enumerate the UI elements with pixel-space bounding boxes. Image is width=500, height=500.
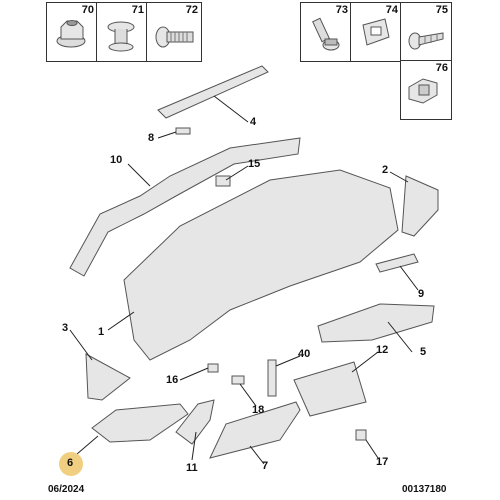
callout-7: 7: [262, 460, 269, 472]
callout-1: 1: [98, 326, 105, 338]
callout-3: 3: [62, 322, 69, 334]
glovebox-part: [209, 401, 301, 459]
callout-9: 9: [418, 288, 425, 300]
callout-40: 40: [298, 348, 311, 360]
clip-part-18: [231, 375, 245, 385]
fastener-number: 73: [335, 4, 348, 16]
bracket-part: [215, 175, 231, 187]
push-clip-icon: [107, 21, 135, 52]
small-clip-part: [175, 127, 191, 135]
callout-11: 11: [186, 462, 198, 474]
fastener-number: 76: [435, 62, 448, 74]
fastener-number: 70: [81, 4, 94, 16]
fastener-box-70: 70: [46, 2, 98, 62]
callout-5: 5: [420, 346, 427, 358]
fastener-number: 72: [185, 4, 198, 16]
flange-nut-icon: [56, 20, 86, 48]
crossbeam-part: [69, 137, 301, 277]
console-frame-part: [293, 361, 367, 417]
callout-4: 4: [250, 116, 257, 128]
self-tapping-screw-icon: [408, 32, 444, 50]
flange-screw-icon: [155, 26, 194, 48]
air-duct-part: [175, 399, 215, 445]
fastener-number: 75: [435, 4, 448, 16]
rail-part: [375, 253, 419, 273]
callout-8: 8: [148, 132, 155, 144]
footer-date: 06/2024: [48, 484, 85, 495]
bolt-icon: [312, 17, 340, 51]
upper-trim-strip: [157, 65, 269, 119]
callout-17: 17: [376, 456, 389, 468]
callout-16: 16: [166, 374, 179, 386]
grommet-clip-icon: [408, 78, 438, 104]
footer-reference: 00137180: [402, 484, 447, 495]
callout-10: 10: [110, 154, 123, 166]
fastener-box-72: 72: [146, 2, 202, 62]
fastener-box-76: 76: [400, 60, 452, 120]
callout-2: 2: [382, 164, 389, 176]
end-cap-part: [85, 353, 131, 401]
fastener-number: 71: [131, 4, 144, 16]
fastener-box-75: 75: [400, 2, 452, 62]
callout-6: 6: [67, 457, 74, 469]
callout-18: 18: [252, 404, 265, 416]
callout-12: 12: [376, 344, 389, 356]
main-dashboard-part: [123, 169, 399, 361]
lower-brace-part: [91, 403, 189, 443]
side-bracket-part: [401, 175, 439, 237]
clip-part-16: [207, 363, 219, 373]
lower-panel-part: [317, 303, 435, 343]
callout-15: 15: [248, 158, 261, 170]
small-part-17: [355, 429, 367, 441]
fastener-box-73: 73: [300, 2, 352, 62]
vertical-strip-part: [267, 359, 277, 397]
clip-nut-icon: [362, 18, 390, 46]
fastener-box-74: 74: [350, 2, 402, 62]
fastener-number: 74: [385, 4, 398, 16]
highlight-callout-6: [59, 452, 83, 476]
